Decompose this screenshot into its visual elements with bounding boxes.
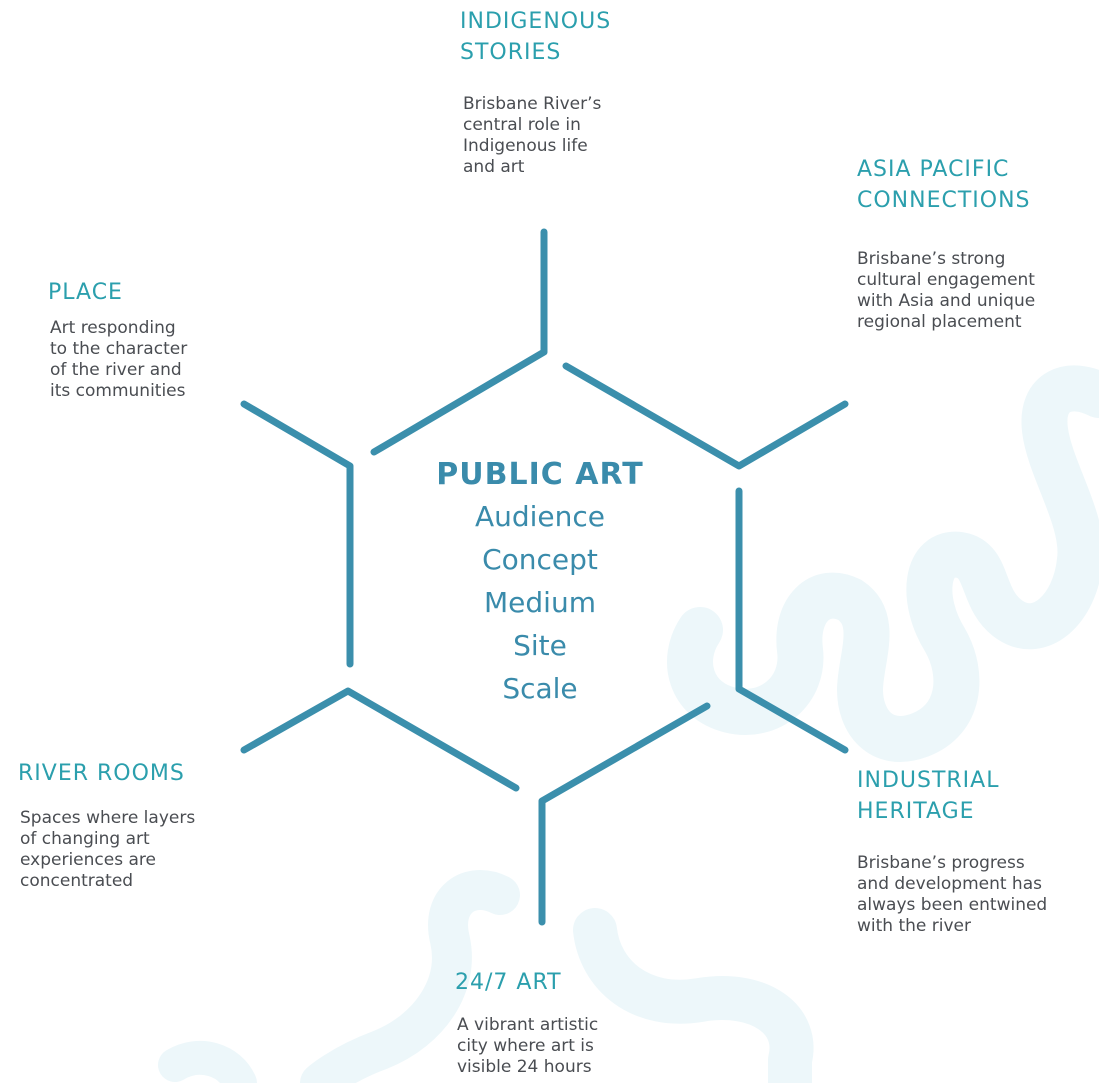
description-line: concentrated [20, 871, 134, 891]
description-line: always been entwined [857, 895, 1048, 915]
center-factor-item: Medium [484, 586, 596, 619]
description-line: Art responding [50, 318, 176, 338]
center-factor-item: Scale [502, 672, 578, 705]
description-line: experiences are [20, 850, 156, 870]
hexagon-segment-river-rooms [240, 687, 520, 792]
heading-line: STORIES [460, 40, 562, 65]
heading-line: INDUSTRIAL [857, 768, 1000, 793]
description-line: and art [463, 157, 525, 177]
description-line: visible 24 hours [457, 1057, 592, 1077]
description-place: Art responding to the character of the r… [50, 318, 187, 402]
description-line: cultural engagement [857, 270, 1035, 290]
hexagon-segment-indigenous-stories [370, 228, 548, 456]
description-line: A vibrant artistic [457, 1015, 599, 1035]
description-line: city where art is [457, 1036, 594, 1056]
description-line: its communities [50, 381, 186, 401]
heading-place: PLACE [48, 277, 123, 308]
description-river-rooms: Spaces where layers of changing art expe… [20, 808, 195, 892]
description-line: Brisbane River’s [463, 94, 602, 114]
hexagon-segment-asia-pacific [562, 362, 849, 470]
description-line: of the river and [50, 360, 182, 380]
heading-line: CONNECTIONS [857, 188, 1031, 213]
heading-indigenous-stories: INDIGENOUS STORIES [460, 6, 611, 68]
description-line: central role in [463, 115, 581, 135]
heading-line: 24/7 ART [455, 970, 562, 995]
center-title: PUBLIC ART [436, 457, 644, 492]
heading-24-7-art: 24/7 ART [455, 967, 562, 998]
description-indigenous-stories: Brisbane River’s central role in Indigen… [463, 94, 601, 178]
heading-asia-pacific-connections: ASIA PACIFIC CONNECTIONS [857, 154, 1031, 216]
heading-line: RIVER ROOMS [18, 761, 185, 786]
description-line: and development has [857, 874, 1042, 894]
heading-river-rooms: RIVER ROOMS [18, 758, 185, 789]
heading-line: INDIGENOUS [460, 9, 612, 34]
description-line: Brisbane’s strong [857, 249, 1006, 269]
center-label-block: PUBLIC ART Audience Concept Medium Site … [400, 455, 680, 710]
description-line: with Asia and unique [857, 291, 1036, 311]
description-asia-pacific-connections: Brisbane’s strong cultural engagement wi… [857, 249, 1035, 333]
description-line: of changing art [20, 829, 150, 849]
heading-line: ASIA PACIFIC [857, 157, 1010, 182]
description-line: Indigenous life [463, 136, 588, 156]
center-factor-item: Site [513, 629, 567, 662]
heading-line: HERITAGE [857, 799, 975, 824]
description-line: Brisbane’s progress [857, 853, 1025, 873]
center-factor-item: Concept [482, 543, 598, 576]
hexagon-segment-24-7-art [538, 702, 711, 926]
description-line: to the character [50, 339, 188, 359]
heading-line: PLACE [48, 280, 123, 305]
hexagon-segment-place [240, 400, 354, 668]
heading-industrial-heritage: INDUSTRIAL HERITAGE [857, 765, 999, 827]
description-line: regional placement [857, 312, 1022, 332]
center-factor-list: Audience Concept Medium Site Scale [400, 495, 680, 710]
description-industrial-heritage: Brisbane’s progress and development has … [857, 853, 1047, 937]
description-line: with the river [857, 916, 971, 936]
hexagon-segment-industrial-heritage [735, 487, 849, 754]
description-24-7-art: A vibrant artistic city where art is vis… [457, 1015, 598, 1078]
description-line: Spaces where layers [20, 808, 196, 828]
center-factor-item: Audience [474, 500, 606, 533]
